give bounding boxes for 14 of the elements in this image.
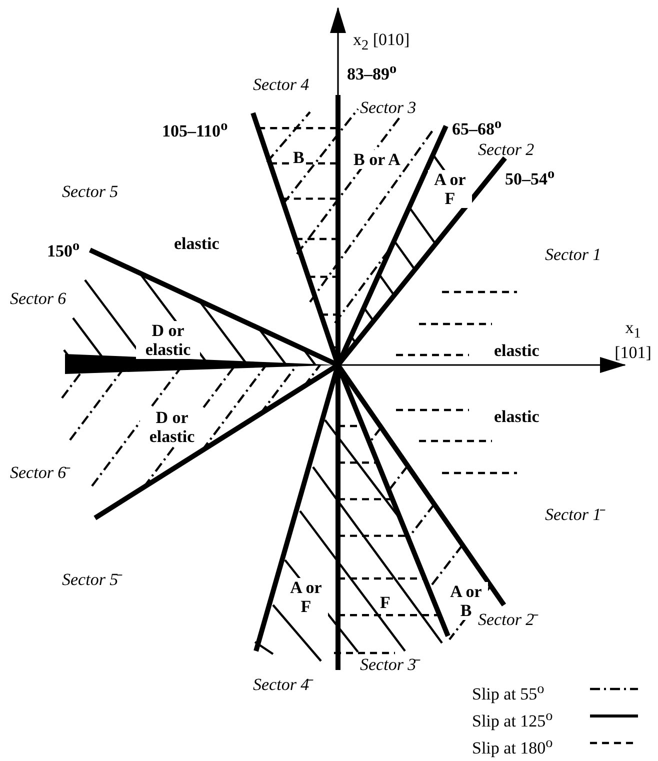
region-label: A or F <box>428 170 472 208</box>
sector-label: Sector 6 <box>10 289 66 308</box>
axis-label: x$_{1}$ [101] <box>614 318 652 362</box>
region-label: D or elastic <box>140 408 204 446</box>
region-label: D or elastic <box>136 321 200 359</box>
legend-text: Slip at 180$^{o}$ <box>472 734 553 758</box>
sector-label: Sector 2 <box>478 140 534 159</box>
sector-label: Sector 3 <box>360 98 416 117</box>
sector-label: Sector 5 <box>62 182 118 201</box>
legend-text: Slip at 125$^{o}$ <box>472 707 553 731</box>
axis-label: x$_{2}$ [010] <box>353 30 410 56</box>
legend-text: Slip at 55$^{o}$ <box>472 680 544 704</box>
sector-label: Sector 1 <box>545 245 602 264</box>
sector-label: Sector 4 <box>253 75 310 94</box>
